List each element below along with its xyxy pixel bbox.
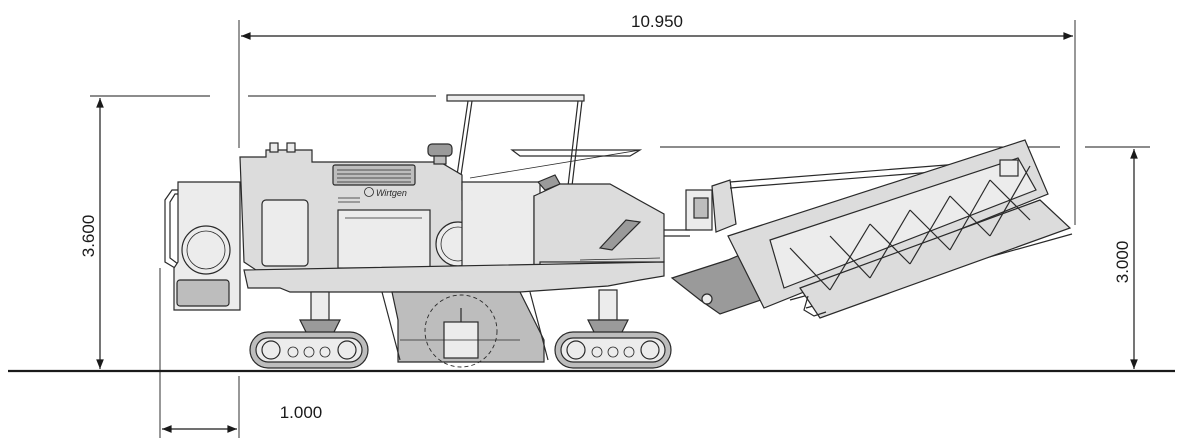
milling-drum-housing: [391, 291, 545, 368]
dimension-overall-length: 10.950: [238, 12, 1076, 225]
dimension-front-overhang: 1.000: [159, 268, 323, 438]
dimension-conveyor-height: 3.000: [660, 146, 1150, 369]
discharge-conveyor: [670, 139, 1073, 319]
cold-milling-machine: Wirtgen: [164, 94, 1073, 369]
chassis-frame: [243, 261, 665, 293]
rear-crawler-track: [554, 331, 672, 369]
overall-length-label: 10.950: [631, 12, 683, 31]
roof-canopy: [446, 94, 585, 187]
operator-platform: [461, 149, 665, 271]
wirtgen-logo: Wirtgen: [338, 187, 407, 203]
overall-height-label: 3.600: [79, 215, 98, 258]
front-handrail: [164, 189, 184, 269]
dimension-overall-height: 3.600: [79, 95, 436, 369]
logo-text: Wirtgen: [376, 188, 407, 198]
engine-housing: Wirtgen: [239, 142, 507, 271]
front-counterweight: [173, 181, 241, 311]
front-overhang-label: 1.000: [280, 403, 323, 422]
conveyor-height-label: 3.000: [1113, 241, 1132, 284]
front-light: [181, 225, 231, 275]
front-crawler-track: [249, 331, 369, 369]
control-console: [533, 183, 665, 271]
